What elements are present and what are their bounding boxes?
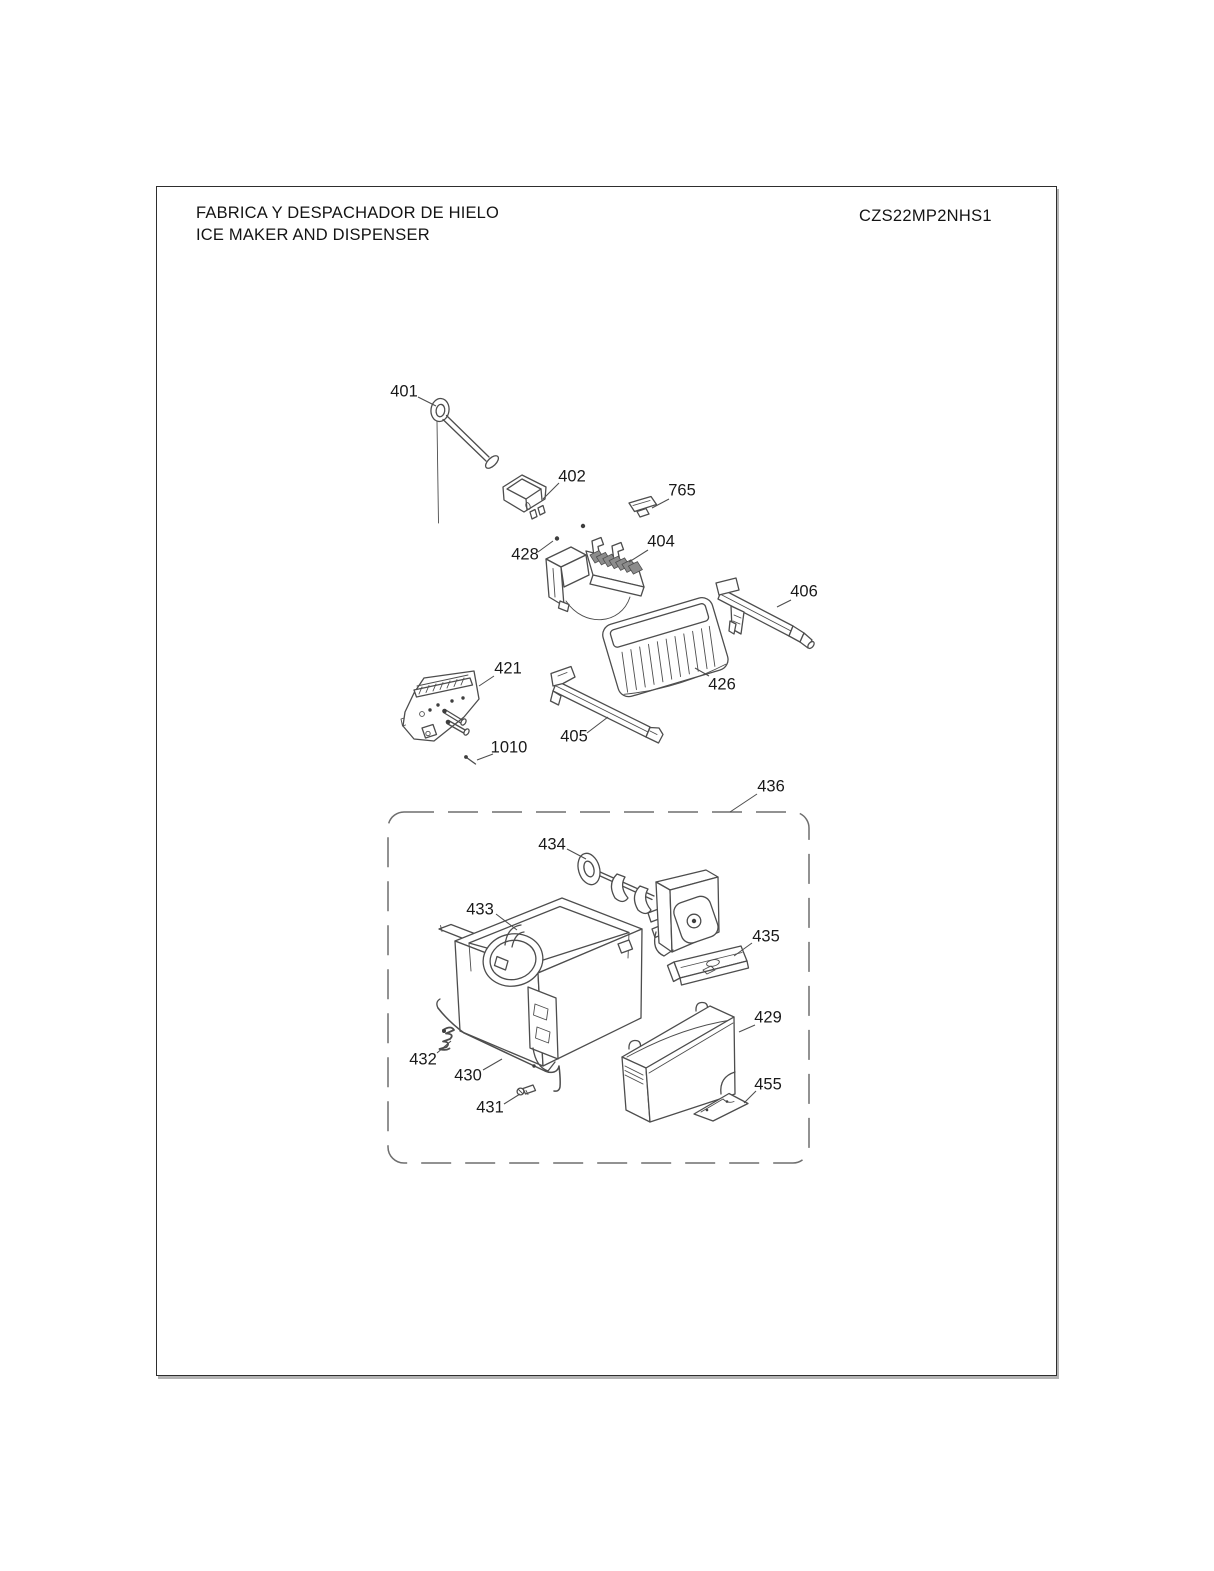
part-1010-drawing [464, 755, 477, 765]
leader-406 [776, 599, 792, 608]
callout-404: 404 [647, 532, 675, 551]
part-431-drawing [516, 1084, 537, 1096]
leader-433 [495, 913, 518, 931]
part-406-drawing [715, 577, 815, 650]
callout-436: 436 [757, 777, 785, 796]
leader-429 [738, 1024, 756, 1033]
callout-432: 432 [409, 1050, 437, 1069]
part-401-drawing [430, 397, 500, 524]
leader-405 [586, 716, 609, 734]
leader-431 [503, 1093, 521, 1105]
part-405-drawing [549, 665, 664, 744]
callout-455: 455 [754, 1075, 782, 1094]
leader-434 [566, 848, 587, 860]
callout-431: 431 [476, 1098, 504, 1117]
leader-432 [436, 1040, 452, 1054]
leader-428 [537, 540, 554, 553]
leader-401 [417, 396, 437, 407]
part-765-drawing [628, 495, 658, 518]
callout-406: 406 [790, 582, 818, 601]
callout-433: 433 [466, 900, 494, 919]
part-429-drawing [621, 1001, 736, 1123]
leader-430 [482, 1058, 503, 1071]
part-432-drawing [438, 1026, 455, 1051]
callout-402: 402 [558, 467, 586, 486]
callout-426: 426 [708, 675, 736, 694]
leader-436 [729, 793, 758, 813]
title-spanish: FABRICA Y DESPACHADOR DE HIELO [196, 204, 500, 222]
leader-455 [743, 1090, 757, 1104]
callout-765: 765 [668, 481, 696, 500]
model-number: CZS22MP2NHS1 [859, 207, 992, 225]
callout-434: 434 [538, 835, 566, 854]
callout-430: 430 [454, 1066, 482, 1085]
leader-435 [733, 942, 753, 957]
leader-765 [651, 498, 670, 509]
callout-435: 435 [752, 927, 780, 946]
part-455-drawing [693, 1092, 749, 1122]
leader-404 [628, 549, 649, 563]
callout-401: 401 [390, 382, 418, 401]
callout-1010: 1010 [490, 738, 528, 757]
part-435-drawing [666, 945, 750, 986]
page-header: FABRICA Y DESPACHADOR DE HIELO ICE MAKER… [196, 203, 499, 246]
callout-405: 405 [560, 727, 588, 746]
assembly-436-boundary [387, 811, 810, 1164]
leader-426 [694, 667, 710, 677]
part-426-drawing [602, 597, 729, 698]
callout-428: 428 [511, 545, 539, 564]
callout-421: 421 [494, 659, 522, 678]
leader-402 [542, 482, 560, 500]
part-428-drawing [554, 523, 586, 541]
leader-lines [417, 396, 792, 1105]
part-430-drawing [436, 998, 561, 1092]
part-434-drawing [577, 852, 720, 957]
part-433-drawing [438, 897, 643, 1072]
part-421-drawing [400, 670, 480, 742]
part-404-drawing [545, 536, 645, 621]
part-402-drawing [502, 474, 547, 520]
page-border [156, 186, 1057, 1376]
leader-421 [478, 675, 495, 687]
callout-429: 429 [754, 1008, 782, 1027]
title-english: ICE MAKER AND DISPENSER [196, 225, 430, 244]
leader-1010 [476, 753, 494, 761]
